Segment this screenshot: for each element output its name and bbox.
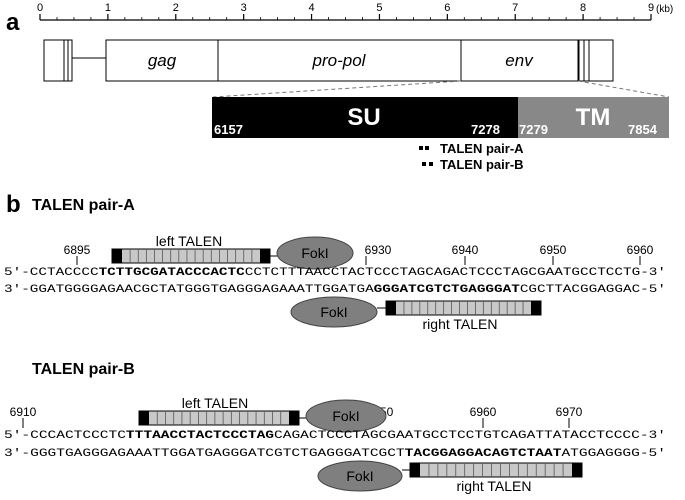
pro-pol-label: pro-pol bbox=[312, 51, 367, 70]
talen-body bbox=[409, 462, 583, 478]
pair-b-foki-bottom bbox=[317, 460, 403, 492]
su-start-position: 6157 bbox=[214, 122, 243, 137]
position-label: 6895 bbox=[64, 243, 91, 257]
strand-flank: CAGACTCCCTAGCGAATGCCTCCTGTCAGATTATACCTCC… bbox=[274, 430, 666, 442]
gag-pro-pol-box bbox=[105, 39, 462, 82]
talen-cap bbox=[531, 301, 541, 315]
pair-a-left-talen-label: left TALEN bbox=[156, 233, 222, 249]
pair-b-foki-top bbox=[305, 399, 387, 433]
tm-end-position: 7854 bbox=[628, 122, 658, 137]
position-label: 6970 bbox=[556, 405, 583, 419]
scale-tick-label: 1 bbox=[105, 2, 111, 14]
strand-flank: 3′-GGATGGGGAGAACGCTATGGGTGAGGGAGAAATTGGA… bbox=[4, 284, 374, 296]
env-label: env bbox=[505, 51, 534, 70]
pair-a-foki-top-label: FokI bbox=[301, 245, 328, 261]
talen-body bbox=[138, 410, 300, 426]
pair-a-right-talen bbox=[385, 300, 542, 316]
pair-b-right-talen-label: right TALEN bbox=[457, 478, 532, 494]
talen-body bbox=[111, 248, 271, 264]
su-region bbox=[212, 97, 518, 138]
tm-region bbox=[518, 97, 669, 138]
scale-tick-label: 4 bbox=[308, 2, 314, 14]
pair-b-left-talen-label: left TALEN bbox=[182, 395, 248, 411]
talen-cap bbox=[410, 463, 420, 477]
tm-label: TM bbox=[576, 104, 611, 131]
left-ltr-box bbox=[43, 39, 73, 82]
pair-a-marker bbox=[419, 146, 423, 150]
panel-a-label: a bbox=[6, 9, 20, 36]
pair-a-legend-label: TALEN pair-A bbox=[440, 141, 524, 156]
scale-unit: (kb) bbox=[656, 4, 673, 15]
tm-start-position: 7279 bbox=[519, 122, 548, 137]
pair-b-legend-label: TALEN pair-B bbox=[440, 157, 524, 172]
talen-binding-site: GGGATCGTCTGAGGGAT bbox=[374, 284, 521, 296]
strand-flank: 5′-CCCACTCCCTC bbox=[4, 430, 126, 442]
talen-binding-site: TACGGAGGACAGTCTAAT bbox=[405, 448, 562, 460]
talen-cap bbox=[386, 301, 396, 315]
position-label: 6960 bbox=[627, 243, 654, 257]
gag-label: gag bbox=[148, 51, 177, 70]
env-box bbox=[460, 39, 579, 82]
pair-a-right-talen-label: right TALEN bbox=[423, 316, 498, 332]
pair-a-foki-bottom bbox=[290, 296, 378, 328]
pair-a-bottom-strand: 3′-GGATGGGGAGAACGCTATGGGTGAGGGAGAAATTGGA… bbox=[4, 284, 666, 296]
env-subunit-bar: SU TM 6157 7278 7279 7854 bbox=[212, 97, 669, 138]
pair-a-left-talen bbox=[111, 248, 271, 264]
position-label: 6950 bbox=[540, 243, 567, 257]
strand-flank: 5′-CCTACCCC bbox=[4, 267, 99, 279]
talen-body bbox=[385, 300, 542, 316]
pair-b-foki-bottom-label: FokI bbox=[346, 468, 373, 484]
scale-tick-label: 0 bbox=[37, 2, 43, 14]
position-label: 6960 bbox=[470, 405, 497, 419]
talen-pair-b: TALEN pair-B 6910 6950 6960 6970 left TA… bbox=[4, 361, 666, 494]
pair-a-position-markers: 6895 6930 6940 6950 6960 bbox=[64, 243, 654, 265]
position-label: 6910 bbox=[10, 405, 37, 419]
pair-a-marker bbox=[425, 146, 429, 150]
talen-cap bbox=[139, 411, 149, 425]
scale-tick-label: 2 bbox=[173, 2, 179, 14]
pair-b-title: TALEN pair-B bbox=[32, 361, 135, 378]
scale-tick-label: 7 bbox=[512, 2, 518, 14]
su-end-position: 7278 bbox=[471, 122, 500, 137]
talen-binding-site: TTTAACCTACTCCCTAG bbox=[126, 430, 274, 442]
zoom-line-left bbox=[212, 80, 462, 98]
pair-a-foki-bottom-label: FokI bbox=[320, 304, 347, 320]
scale-tick-label: 6 bbox=[444, 2, 450, 14]
talen-cap bbox=[260, 249, 270, 263]
pair-b-foki-top-label: FokI bbox=[332, 408, 359, 424]
position-label: 6930 bbox=[365, 243, 392, 257]
talen-cap bbox=[112, 249, 122, 263]
strand-flank: ATGGAGGGG-5′ bbox=[561, 448, 666, 460]
scale-tick-label: 8 bbox=[580, 2, 586, 14]
talen-binding-site: TCTTGCGATACCCACTC bbox=[99, 267, 246, 279]
scale-tick-label: 5 bbox=[376, 2, 382, 14]
talen-site-legend: TALEN pair-A TALEN pair-B bbox=[419, 141, 524, 172]
talen-pair-a: TALEN pair-A 6895 6930 6940 6950 6960 le… bbox=[4, 197, 666, 332]
pair-b-bottom-strand: 3′-GGGTGAGGGAGAAATTGGATGAGGGATCGTCTGAGGG… bbox=[4, 448, 666, 460]
zoom-line-right bbox=[577, 80, 670, 98]
scale-ticks: 0 1 2 3 4 5 6 7 8 9 bbox=[37, 2, 654, 20]
talen-cap bbox=[572, 463, 582, 477]
right-ltr-box bbox=[578, 39, 614, 82]
strand-flank: CGCTTACGGAGGAC-5′ bbox=[520, 284, 666, 296]
panel-b-label: b bbox=[6, 191, 21, 218]
su-label: SU bbox=[347, 104, 380, 131]
scale-tick-label: 9 bbox=[648, 2, 654, 14]
pair-b-marker bbox=[422, 162, 426, 166]
pair-b-left-talen bbox=[138, 410, 300, 426]
strand-flank: 3′-GGGTGAGGGAGAAATTGGATGAGGGATCGTCTGAGGG… bbox=[4, 448, 405, 460]
genome-map: gag pro-pol env bbox=[43, 39, 614, 82]
strand-flank: CCTCTTTAACCTACTCCCTAGCAGACTCCCTAGCGAATGC… bbox=[245, 267, 666, 279]
pair-a-title: TALEN pair-A bbox=[32, 197, 135, 214]
pair-b-marker bbox=[429, 162, 433, 166]
scale-tick-label: 3 bbox=[241, 2, 247, 14]
talen-cap bbox=[289, 411, 299, 425]
pair-b-right-talen bbox=[409, 462, 583, 478]
kb-scale: 0 1 2 3 4 5 6 7 8 9 (kb) bbox=[37, 2, 673, 21]
position-label: 6940 bbox=[452, 243, 479, 257]
pair-a-foki-top bbox=[276, 236, 354, 270]
